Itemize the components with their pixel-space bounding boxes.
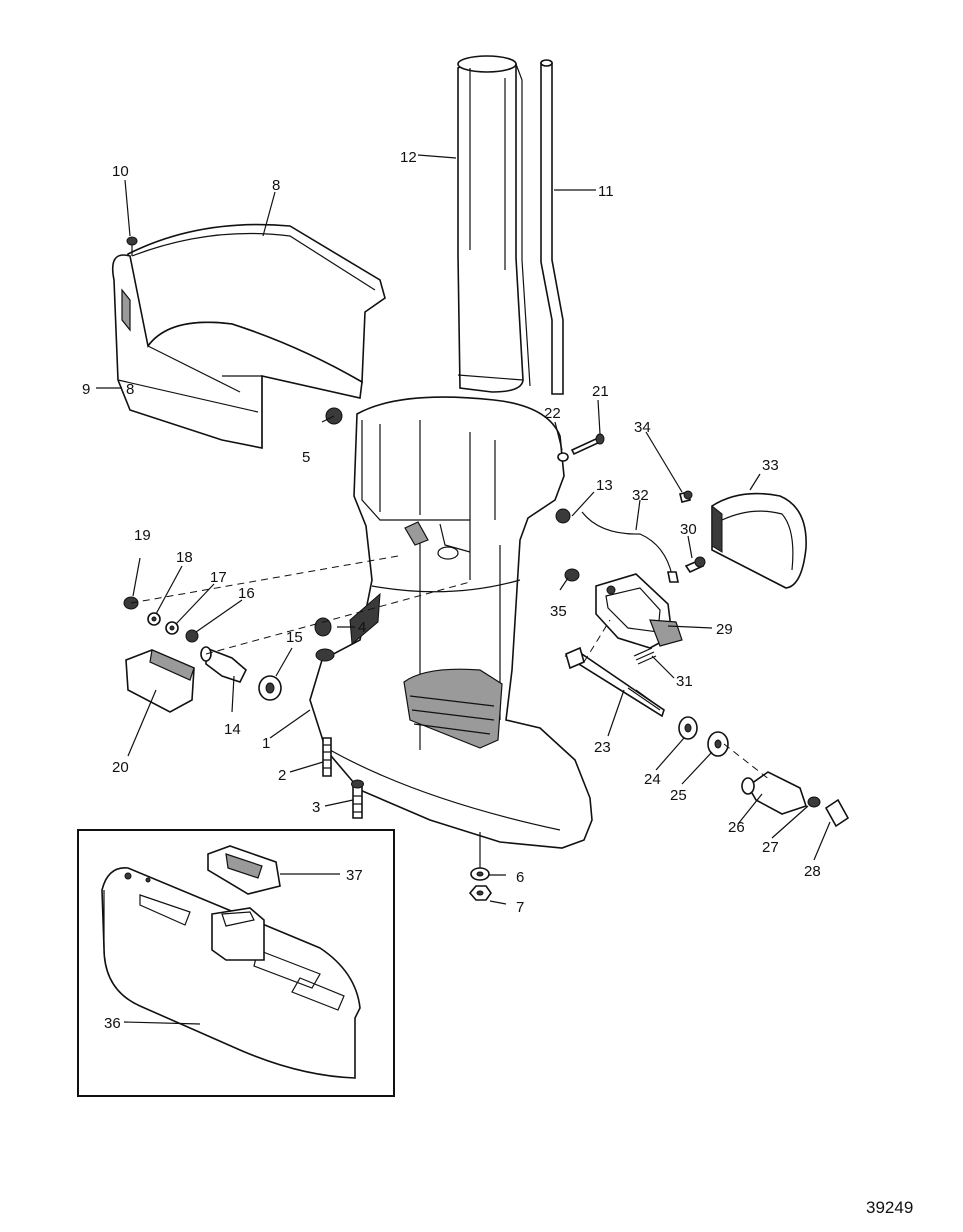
long-bolt-23 bbox=[564, 646, 665, 718]
side-cover bbox=[595, 573, 683, 649]
callout-2: 2 bbox=[278, 767, 286, 784]
left-mount-parts bbox=[123, 596, 282, 713]
callout-18: 18 bbox=[176, 549, 193, 566]
callout-13: 13 bbox=[596, 477, 613, 494]
alignment-lines bbox=[130, 555, 771, 781]
callout-22: 22 bbox=[544, 405, 561, 422]
callout-19: 19 bbox=[134, 527, 151, 544]
callout-33: 33 bbox=[762, 457, 779, 474]
figure-reference-number: 39249 bbox=[866, 1198, 913, 1217]
callout-17: 17 bbox=[210, 569, 227, 586]
callout-36: 36 bbox=[104, 1015, 121, 1032]
callout-37: 37 bbox=[346, 867, 363, 884]
nut-35 bbox=[564, 568, 580, 582]
callout-20: 20 bbox=[112, 759, 129, 776]
callout-10: 10 bbox=[112, 163, 129, 180]
exhaust-tube bbox=[457, 55, 531, 393]
plug-and-nut bbox=[314, 407, 343, 637]
callout-5: 5 bbox=[302, 449, 310, 466]
callout-1: 1 bbox=[262, 735, 270, 752]
callout-6: 6 bbox=[516, 869, 524, 886]
callout-labels: 1 2 3 4 5 6 7 8 8 9 10 11 12 13 14 15 16… bbox=[82, 149, 821, 1032]
screws-30-34 bbox=[679, 490, 706, 574]
callout-3: 3 bbox=[312, 799, 320, 816]
callout-27: 27 bbox=[762, 839, 779, 856]
nut-and-speedo-hose bbox=[555, 508, 679, 583]
callout-35: 35 bbox=[550, 603, 567, 620]
callout-16: 16 bbox=[238, 585, 255, 602]
chaps-screw bbox=[126, 236, 138, 256]
callout-31: 31 bbox=[676, 673, 693, 690]
mount-26-27-28 bbox=[741, 771, 850, 828]
inset-box bbox=[77, 829, 395, 1097]
callout-4: 4 bbox=[358, 619, 366, 636]
washer-and-nut bbox=[468, 832, 492, 901]
callout-26: 26 bbox=[728, 819, 745, 836]
callout-12: 12 bbox=[400, 149, 417, 166]
callout-25: 25 bbox=[670, 787, 687, 804]
washers-24-25 bbox=[678, 716, 729, 757]
chaps-assembly bbox=[111, 223, 386, 449]
leader-lines bbox=[96, 154, 831, 1025]
screw-washer-21-22 bbox=[557, 433, 605, 462]
callout-8a: 8 bbox=[272, 177, 280, 194]
callout-23: 23 bbox=[594, 739, 611, 756]
callout-14: 14 bbox=[224, 721, 241, 738]
callout-9: 9 bbox=[82, 381, 90, 398]
stud-and-bolt bbox=[322, 737, 364, 819]
callout-21: 21 bbox=[592, 383, 609, 400]
callout-29: 29 bbox=[716, 621, 733, 638]
callout-7: 7 bbox=[516, 899, 524, 916]
callout-24: 24 bbox=[644, 771, 661, 788]
callout-28: 28 bbox=[804, 863, 821, 880]
callout-34: 34 bbox=[634, 419, 651, 436]
water-tube bbox=[540, 59, 564, 395]
callout-8b: 8 bbox=[126, 381, 134, 398]
callout-11: 11 bbox=[598, 183, 614, 200]
cover-33 bbox=[711, 492, 807, 589]
callout-30: 30 bbox=[680, 521, 697, 538]
driveshaft-housing bbox=[309, 396, 593, 849]
callout-32: 32 bbox=[632, 487, 649, 504]
callout-15: 15 bbox=[286, 629, 303, 646]
